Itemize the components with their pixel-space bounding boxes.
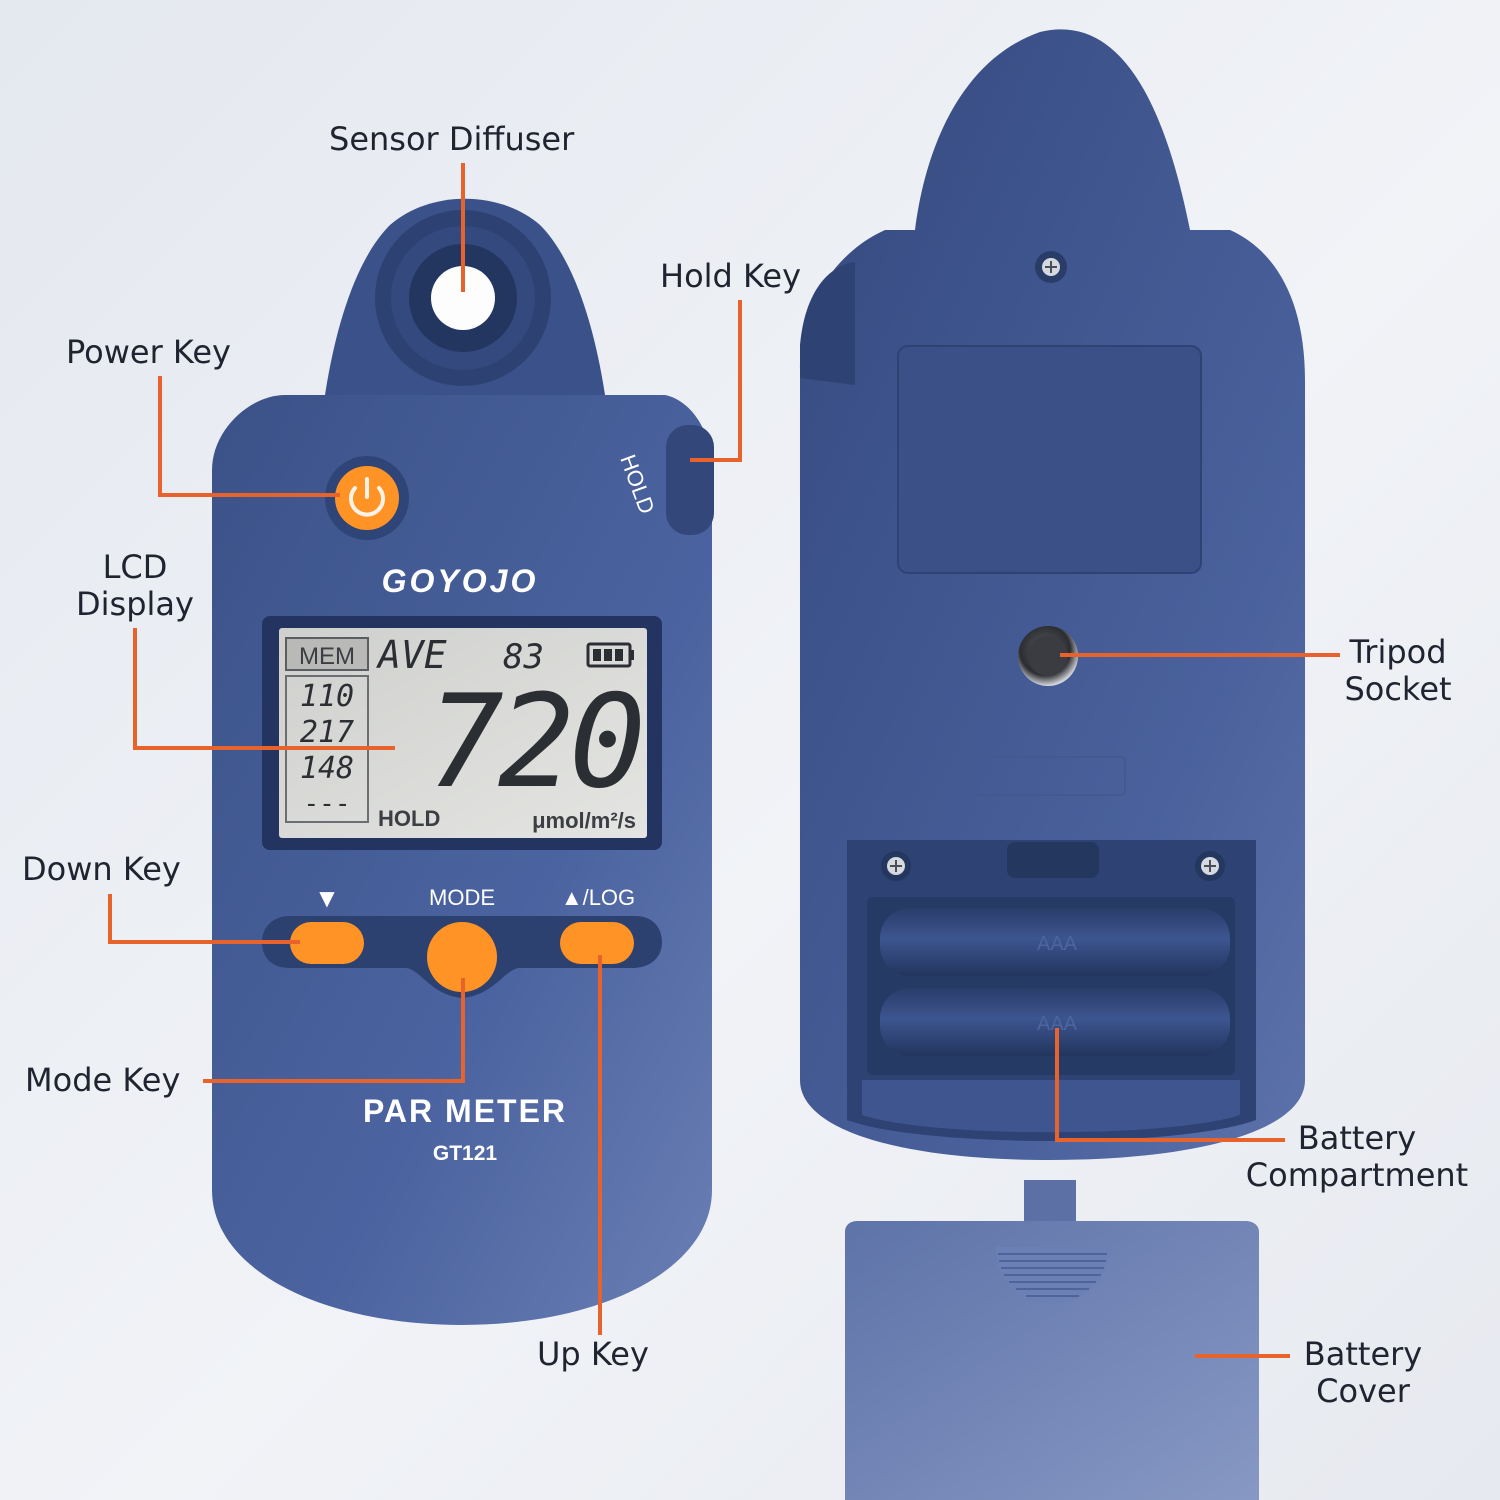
sensor-diffuser xyxy=(375,210,551,386)
lcd-hold-indicator: HOLD xyxy=(378,806,440,831)
battery-compartment-screw xyxy=(1195,851,1225,881)
screw-icon xyxy=(1035,251,1067,283)
lcd-memory-value: 217 xyxy=(300,715,354,750)
lcd-memory-value: 110 xyxy=(300,679,354,714)
callout-up-key: Up Key xyxy=(537,1335,649,1373)
callout-lcd-display-line2: Display xyxy=(76,585,194,623)
brand-logo: GOYOJO xyxy=(382,563,539,599)
battery-cover xyxy=(845,1180,1259,1500)
callout-hold-key: Hold Key xyxy=(660,257,802,295)
lcd-main-reading: 720 xyxy=(427,668,640,817)
callout-lcd-display-line1: LCD xyxy=(102,548,168,586)
callout-battery-compartment-line2: Compartment xyxy=(1245,1156,1469,1194)
callout-battery-cover-line2: Cover xyxy=(1316,1372,1410,1410)
leader-lines xyxy=(108,163,1340,1358)
callout-power-key: Power Key xyxy=(66,333,231,371)
model-number: GT121 xyxy=(433,1142,498,1165)
battery-label: AAA xyxy=(1037,1013,1078,1035)
callout-lcd-display: LCD Display xyxy=(62,549,208,623)
lcd-display xyxy=(279,628,647,838)
power-key-button[interactable] xyxy=(325,456,409,540)
callout-tripod-socket-line2: Socket xyxy=(1344,670,1452,708)
up-key-button[interactable] xyxy=(560,922,634,964)
lcd-unit-label: μmol/m²/s xyxy=(532,808,636,833)
product-name: PAR METER xyxy=(363,1093,567,1129)
lcd-mem-label: MEM xyxy=(299,643,355,670)
callout-tripod-socket: Tripod Socket xyxy=(1333,634,1463,708)
battery-compartment-screw xyxy=(881,851,911,881)
callout-battery-compartment-line1: Battery xyxy=(1297,1119,1417,1157)
tripod-socket xyxy=(1018,626,1078,686)
up-key-label: ▲/LOG xyxy=(561,885,635,910)
battery-label: AAA xyxy=(1037,933,1078,955)
aaa-battery: AAA xyxy=(880,988,1230,1056)
callout-sensor-diffuser: Sensor Diffuser xyxy=(329,120,575,158)
mode-key-label: MODE xyxy=(429,885,495,910)
lcd-content: MEM AVE 83 110 217 148 --- 720 HOLD μmol… xyxy=(285,633,646,833)
callout-battery-cover-line1: Battery xyxy=(1303,1335,1423,1373)
callout-mode-key: Mode Key xyxy=(25,1061,181,1099)
callout-battery-compartment: Battery Compartment xyxy=(1228,1120,1486,1194)
callout-tripod-socket-line1: Tripod xyxy=(1349,633,1447,671)
callout-down-key: Down Key xyxy=(22,850,181,888)
power-icon xyxy=(349,477,385,517)
lcd-battery-icon xyxy=(586,642,634,668)
down-key-label: ▼ xyxy=(319,886,335,910)
mode-key-button[interactable] xyxy=(427,922,497,992)
down-key-button[interactable] xyxy=(290,922,364,964)
lcd-memory-value: --- xyxy=(304,789,351,819)
hold-key-button[interactable] xyxy=(666,425,714,535)
lcd-record-count: 83 xyxy=(503,637,544,677)
aaa-battery: AAA xyxy=(880,908,1230,976)
lcd-memory-value: 148 xyxy=(300,751,354,786)
callout-battery-cover: Battery Cover xyxy=(1293,1336,1433,1410)
lcd-ave-label: AVE xyxy=(376,633,447,677)
